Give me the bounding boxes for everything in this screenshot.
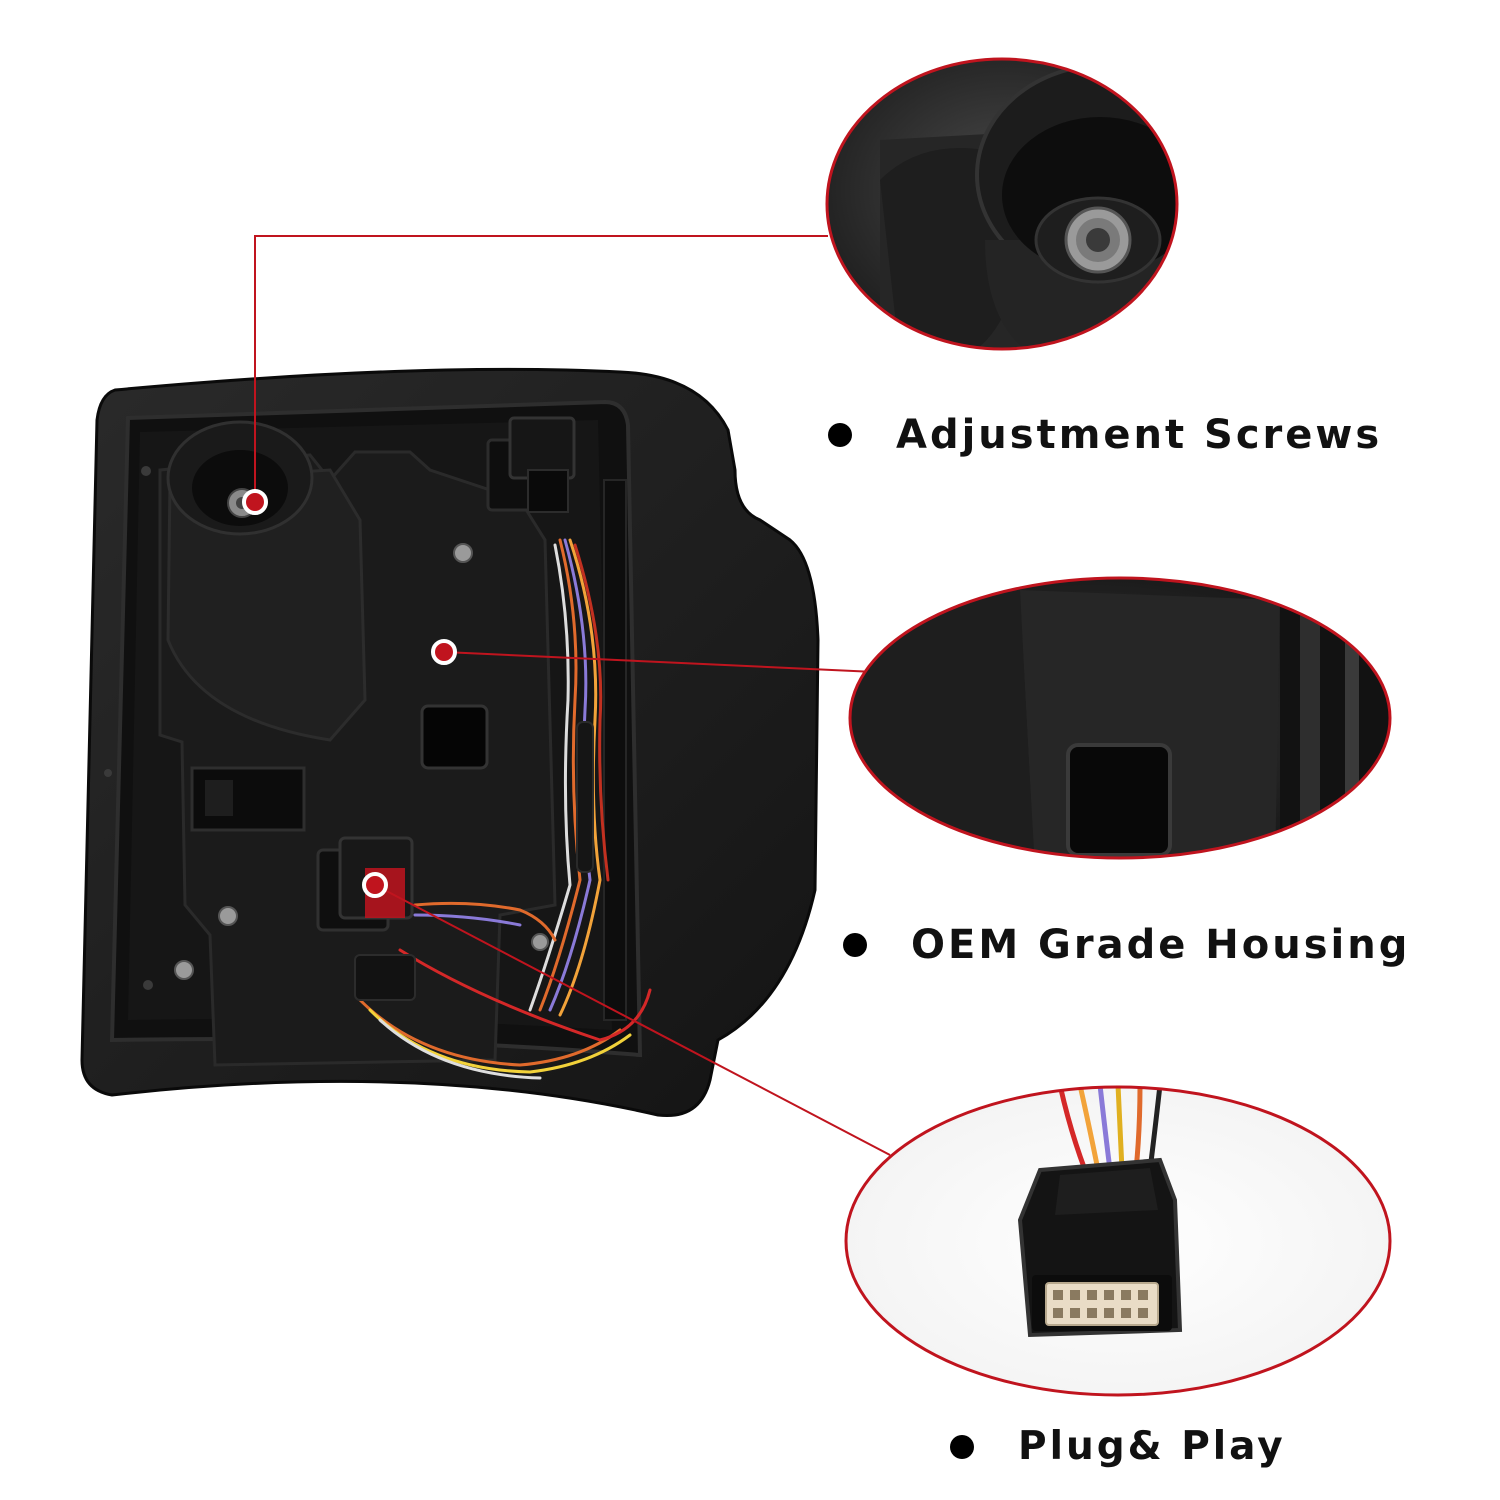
upper-connector	[486, 416, 576, 513]
feature-label: Adjustment Screws	[896, 412, 1383, 458]
wiring-harness	[358, 538, 652, 1080]
callout-markers	[242, 489, 457, 898]
bullet-icon	[828, 423, 852, 447]
zoom-adjustment-screws	[825, 57, 1179, 351]
bullet-icon	[843, 933, 867, 957]
feature-adjustment-screws: Adjustment Screws	[828, 412, 1382, 458]
zoom-oem-housing	[848, 576, 1392, 860]
feature-plug-and-play: Plug& Play	[950, 1424, 1286, 1469]
zoom-plug-and-play	[844, 1085, 1392, 1397]
feature-oem-grade-housing: OEM Grade Housing	[843, 922, 1410, 968]
feature-label: OEM Grade Housing	[911, 922, 1411, 968]
feature-label: Plug& Play	[1018, 1424, 1286, 1469]
adjustment-screw-boss	[166, 420, 367, 742]
callout-lines	[254, 235, 891, 1156]
bullet-icon	[950, 1434, 974, 1459]
